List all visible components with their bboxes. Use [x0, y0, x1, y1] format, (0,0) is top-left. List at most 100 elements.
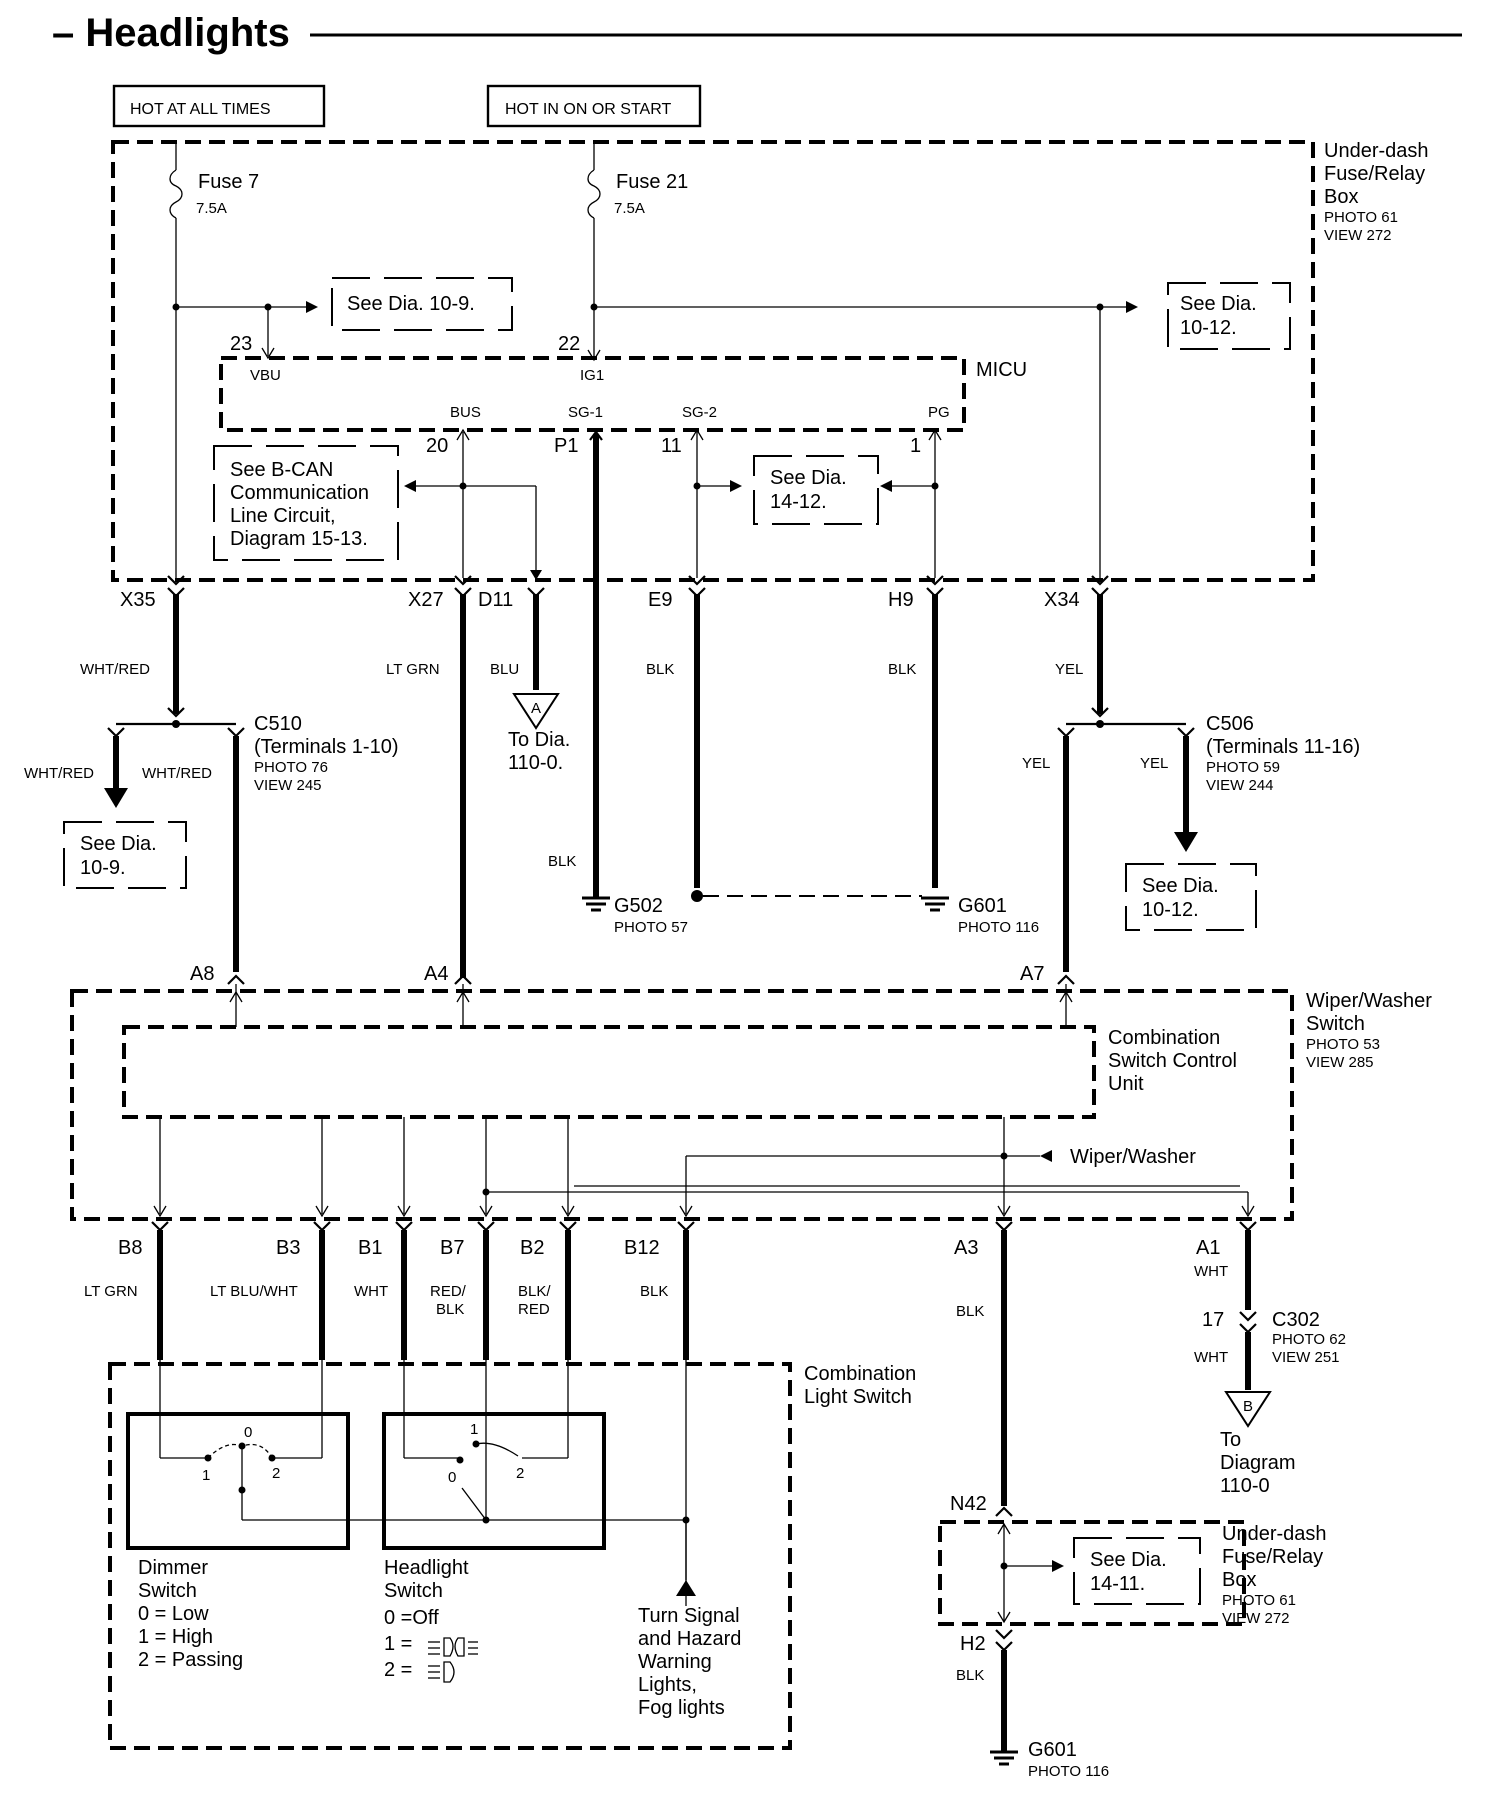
- ground-g601-symbol: [921, 896, 949, 912]
- c506-label: C506: [1206, 713, 1254, 735]
- terminal-a8: A8: [190, 963, 214, 985]
- ref-10-12-mid-l1: See Dia.: [1142, 875, 1219, 897]
- offpage-b-text-l2: Diagram: [1220, 1452, 1296, 1474]
- micu-pin-20: 20: [426, 435, 448, 457]
- parking-lamps-icon: [428, 1637, 478, 1657]
- ref-bcan-l4: Diagram 15-13.: [230, 528, 368, 550]
- hot-at-all-times-box: [112, 84, 326, 128]
- underdash-top-l1: Under-dash: [1324, 140, 1429, 162]
- terminal-a3: A3: [954, 1237, 978, 1259]
- wire-b3-color: LT BLU/WHT: [210, 1283, 298, 1300]
- micu-pin-ig1: IG1: [580, 367, 604, 384]
- wiper-switch-l2: Switch: [1306, 1013, 1365, 1035]
- wiper-switch-l1: Wiper/Washer: [1306, 990, 1432, 1012]
- ref-box-14-11: [1073, 1537, 1201, 1605]
- ref-10-9-mid-l1: See Dia.: [80, 833, 157, 855]
- ground-g502-symbol: [582, 860, 610, 912]
- underdash-bottom-l3: Box: [1222, 1569, 1256, 1591]
- underdash-top-l2: Fuse/Relay: [1324, 163, 1425, 185]
- headlight-pos0: 0 =Off: [384, 1607, 439, 1629]
- hot-in-on-label: HOT IN ON OR START: [505, 101, 671, 118]
- underdash-top-photo: PHOTO 61: [1324, 209, 1398, 226]
- offpage-a-triangle: [512, 693, 560, 730]
- ref-box-10-12-mid: [1125, 863, 1257, 931]
- offpage-a-text-l2: 110-0.: [508, 752, 563, 774]
- control-unit-box: [122, 1025, 1096, 1119]
- turn-signal-l4: Lights,: [638, 1674, 697, 1696]
- wire-e9-color: BLK: [646, 661, 674, 678]
- ref-bcan-l1: See B-CAN: [230, 459, 333, 481]
- ground-g601b-symbol: [990, 1750, 1018, 1766]
- ref-14-12-l1: See Dia.: [770, 467, 847, 489]
- micu-pin-1: 1: [910, 435, 921, 457]
- turn-signal-l5: Fog lights: [638, 1697, 725, 1719]
- offpage-b-triangle: [1224, 1391, 1272, 1428]
- ground-g502-label: G502: [614, 895, 663, 917]
- ref-box-bcan: [213, 445, 399, 561]
- wiper-switch-output-connectors: [151, 1221, 1257, 1232]
- terminal-e9: E9: [648, 589, 672, 611]
- dimmer-pos2: 2 = Passing: [138, 1649, 243, 1671]
- micu-label: MICU: [976, 359, 1027, 381]
- ref-box-14-12: [753, 455, 879, 525]
- ref-10-9-top-text: See Dia. 10-9.: [347, 293, 475, 315]
- ref-bcan-l2: Communication: [230, 482, 369, 504]
- wire-c506-left-color: YEL: [1022, 755, 1050, 772]
- underdash-bottom-view: VIEW 272: [1222, 1610, 1290, 1627]
- page-title: – Headlights: [52, 11, 290, 55]
- terminal-x35: X35: [120, 589, 156, 611]
- c510-sub: (Terminals 1-10): [254, 736, 398, 758]
- dimmer-switch-box: [126, 1412, 350, 1550]
- wire-b1-color: WHT: [354, 1283, 388, 1300]
- dimmer-pos0: 0 = Low: [138, 1603, 209, 1625]
- wire-x35-color: WHT/RED: [80, 661, 150, 678]
- fuse-21-name: Fuse 21: [616, 171, 688, 193]
- headlight-pos2: 2 =: [384, 1659, 412, 1681]
- micu-pin-bus: BUS: [450, 404, 481, 421]
- fuse-7-rating: 7.5A: [196, 200, 227, 217]
- ref-10-12-top-l1: See Dia.: [1180, 293, 1257, 315]
- dimmer-pos-n0: 0: [244, 1424, 252, 1441]
- ref-box-10-12-top: [1167, 282, 1291, 350]
- underdash-bottom-photo: PHOTO 61: [1222, 1592, 1296, 1609]
- terminal-b8: B8: [118, 1237, 142, 1259]
- micu-pin-vbu: VBU: [250, 367, 281, 384]
- terminal-h2: H2: [960, 1633, 986, 1655]
- underdash-box-top: [111, 140, 1315, 582]
- wiper-switch-photo: PHOTO 53: [1306, 1036, 1380, 1053]
- underdash-bottom-l1: Under-dash: [1222, 1523, 1327, 1545]
- light-switch-l1: Combination: [804, 1363, 916, 1385]
- control-unit-l1: Combination: [1108, 1027, 1220, 1049]
- dimmer-pos-n2: 2: [272, 1465, 280, 1482]
- offpage-b-text-l1: To: [1220, 1429, 1241, 1451]
- offpage-a-letter: A: [531, 700, 541, 717]
- wire-b12-color: BLK: [640, 1283, 668, 1300]
- c302-label: C302: [1272, 1309, 1320, 1331]
- fuse-21-rating: 7.5A: [614, 200, 645, 217]
- c302-pin: 17: [1202, 1309, 1224, 1331]
- terminal-b12: B12: [624, 1237, 660, 1259]
- underdash-top-view: VIEW 272: [1324, 227, 1392, 244]
- wiper-washer-switch-box: [70, 989, 1294, 1221]
- terminal-a1: A1: [1196, 1237, 1220, 1259]
- turn-signal-l2: and Hazard: [638, 1628, 741, 1650]
- terminal-a4: A4: [424, 963, 448, 985]
- offpage-b-letter: B: [1243, 1398, 1253, 1415]
- wire-b8-color: LT GRN: [84, 1283, 138, 1300]
- fuse-7-symbol: [169, 169, 183, 219]
- headlight-pos1: 1 =: [384, 1633, 412, 1655]
- ref-14-12-l2: 14-12.: [770, 491, 827, 513]
- ref-bcan-l3: Line Circuit,: [230, 505, 336, 527]
- headlight-l1: Headlight: [384, 1557, 469, 1579]
- turn-signal-l1: Turn Signal: [638, 1605, 740, 1627]
- terminal-b7: B7: [440, 1237, 464, 1259]
- headlight-switch-box: [382, 1412, 606, 1550]
- micu-pin-11: 11: [661, 435, 682, 457]
- ref-14-11-l1: See Dia.: [1090, 1549, 1167, 1571]
- micu-pin-23: 23: [230, 333, 252, 355]
- ground-g601b-label: G601: [1028, 1739, 1077, 1761]
- c510-view: VIEW 245: [254, 777, 322, 794]
- ground-g502-photo: PHOTO 57: [614, 919, 688, 936]
- hot-at-all-times-label: HOT AT ALL TIMES: [130, 101, 271, 118]
